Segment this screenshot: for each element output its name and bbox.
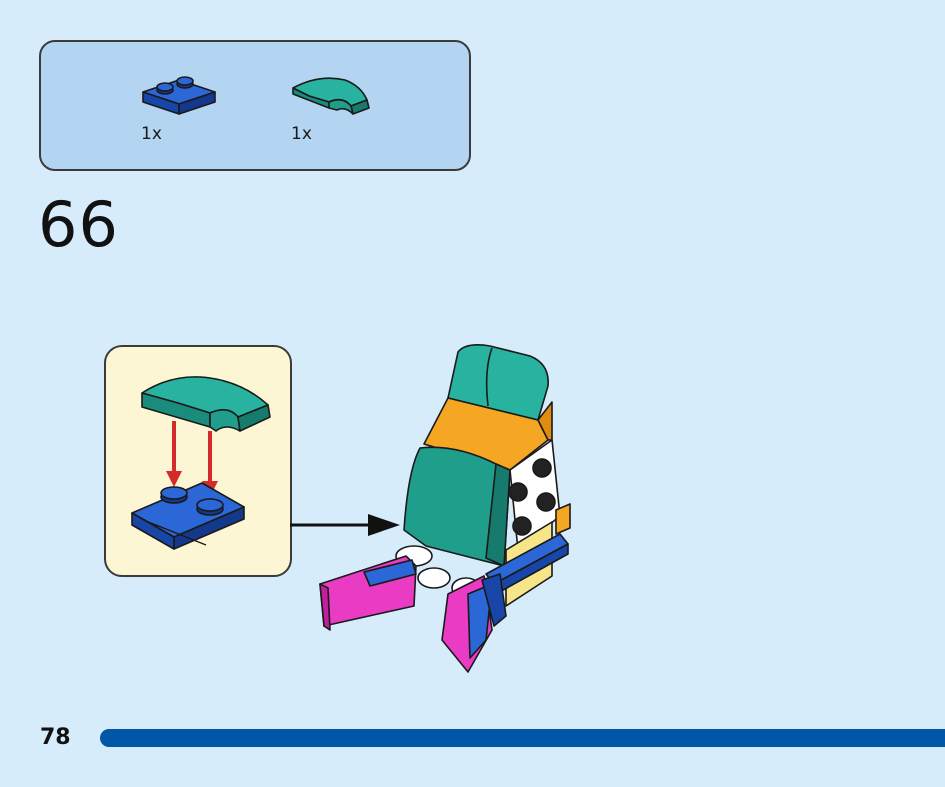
blue-plate-icon: [139, 70, 219, 118]
callout-box: [104, 345, 292, 577]
part-quantity: 1x: [141, 124, 162, 144]
subassembly-diagram: [131, 376, 271, 550]
model-illustration: [319, 344, 571, 673]
part-quantity: 1x: [291, 124, 312, 144]
step-number: 66: [38, 188, 119, 261]
page-number: 78: [40, 725, 71, 750]
progress-bar: [100, 729, 945, 747]
teal-slope-icon: [289, 72, 375, 122]
parts-list-box: 1x 1x: [39, 40, 471, 171]
placement-arrow: [290, 514, 400, 536]
